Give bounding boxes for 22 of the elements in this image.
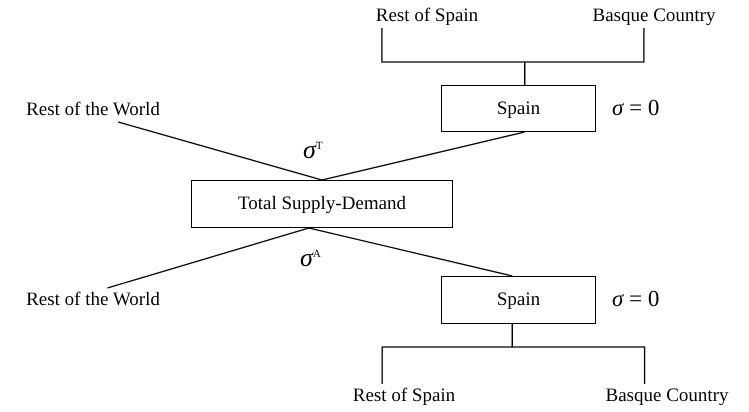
connector-line — [107, 227, 310, 289]
box-text: Spain — [496, 289, 540, 311]
node-label: Rest of the World — [3, 98, 183, 122]
process-box — [441, 276, 596, 324]
connector-line — [118, 121, 322, 181]
process-box — [441, 85, 596, 132]
elasticity-label: σ$^{A}$ — [300, 243, 321, 273]
box-text: Spain — [496, 98, 540, 120]
node-label: Rest of Spain — [336, 384, 472, 408]
bracket-connector — [512, 324, 646, 384]
process-box — [191, 180, 453, 228]
elasticity-label: σ = 0 — [612, 286, 660, 312]
node-label: Rest of Spain — [372, 4, 482, 28]
elasticity-label: σ$^{T}$ — [303, 135, 323, 165]
connector-line — [322, 131, 525, 181]
node-label: Basque Country — [587, 384, 747, 408]
node-label: Rest of the World — [3, 288, 183, 312]
elasticity-label: σ = 0 — [612, 94, 660, 120]
connector-line — [308, 227, 512, 277]
node-label: Basque Country — [570, 4, 738, 28]
bracket-connector — [524, 28, 645, 85]
box-text: Total Supply-Demand — [238, 193, 406, 215]
